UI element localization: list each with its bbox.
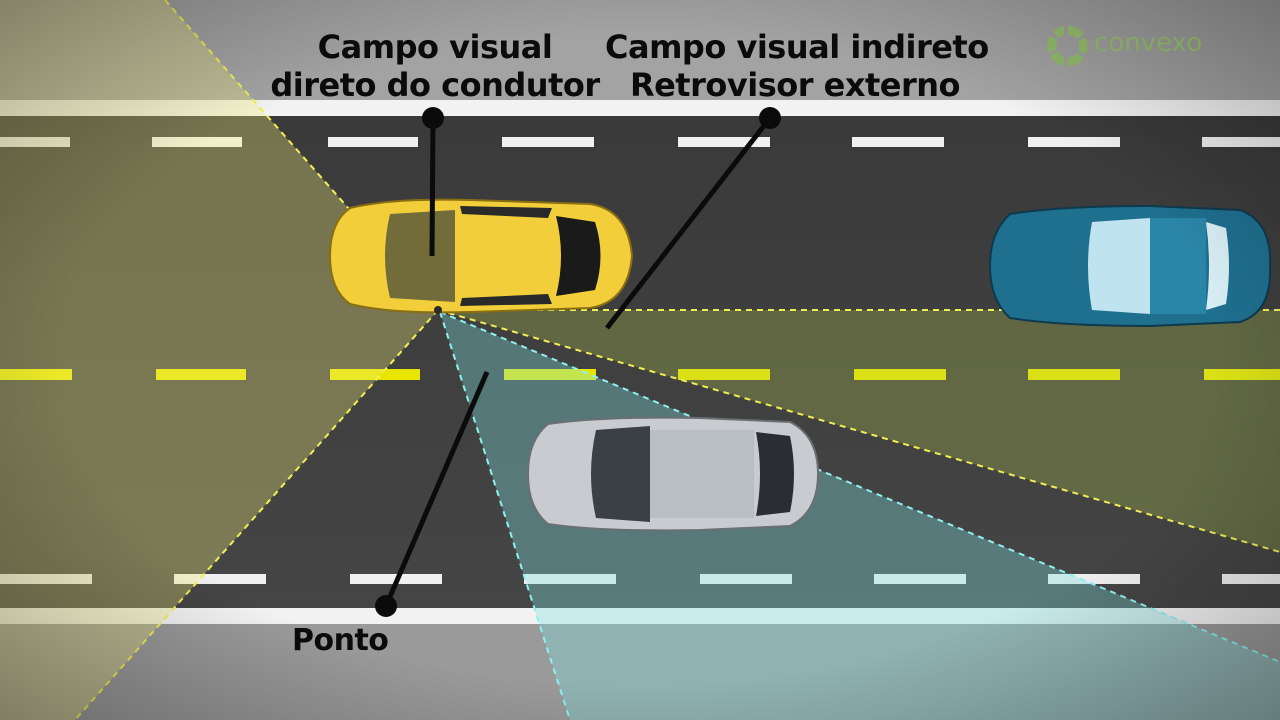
label-indirect-visual-field: Campo visual indireto Retrovisor externo [605, 28, 989, 104]
label-indirect-line1: Campo visual indireto [605, 28, 989, 66]
logo: convexo [1046, 24, 1236, 68]
label-direct-line1: Campo visual [317, 28, 553, 66]
convexo-logo-icon [1047, 26, 1088, 66]
logo-text: convexo [1094, 28, 1203, 58]
label-direct-visual-field: Campo visual direto do condutor [270, 28, 600, 104]
label-ponto: Ponto [292, 623, 389, 658]
label-indirect-line2: Retrovisor externo [629, 66, 961, 104]
label-direct-line2: direto do condutor [270, 66, 600, 104]
pointer-direct [422, 107, 444, 257]
pointer-ponto [375, 371, 490, 617]
pointer-indirect [605, 107, 781, 330]
